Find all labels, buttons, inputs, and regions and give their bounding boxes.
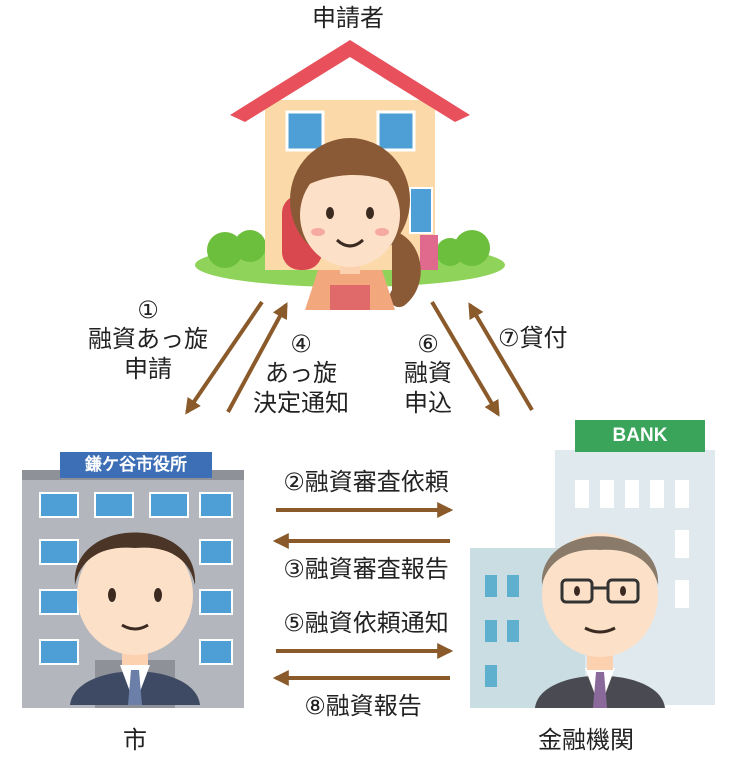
arrow-step7 [468,302,534,412]
step1-text-line2: 申請 [124,354,172,383]
step3-label: ③融資審査報告 [283,555,449,583]
step8-label: ⑧融資報告 [304,692,422,720]
city-hall-sign: 鎌ケ谷市役所 [85,455,187,475]
step1-number: ① [137,296,159,324]
arrow-step4 [226,302,288,413]
step4-number: ④ [290,330,312,358]
step4-text-line2: 決定通知 [253,388,349,417]
step4-label: ④ あっ旋 決定通知 [246,330,356,418]
arrow-step1 [185,300,264,415]
step6-text-line2: 申込 [404,388,452,417]
step6-number: ⑥ [417,330,439,358]
step4-text-line1: あっ旋 [265,359,337,388]
step1-text-line1: 融資あっ旋 [88,325,208,354]
city-person [70,532,200,705]
bank-person [535,533,665,708]
step6-text-line1: 融資 [404,359,452,388]
step1-label: ① 融資あっ旋 申請 [78,296,218,384]
arrow-step6 [430,300,500,417]
applicant-label: 申請者 [312,4,384,32]
step5-label: ⑤融資依頼通知 [283,609,449,637]
bank-label: 金融機関 [538,726,634,754]
city-label: 市 [123,726,147,754]
bank-sign: BANK [612,425,668,446]
step7-label: ⑦貸付 [498,324,568,352]
applicant-person [290,138,421,310]
step2-label: ②融資審査依頼 [283,468,449,496]
step6-label: ⑥ 融資 申込 [393,330,463,418]
